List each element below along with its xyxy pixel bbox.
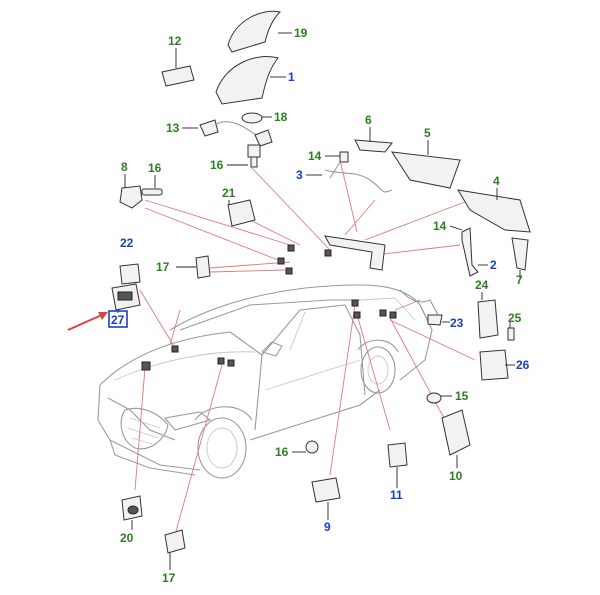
- part-module-27: [111, 283, 141, 311]
- part-module-26: [479, 349, 509, 381]
- callout-24: 24: [475, 278, 489, 292]
- part-module-10: [441, 409, 471, 456]
- part-cable-13: [199, 119, 273, 147]
- callout-6: 6: [365, 113, 372, 127]
- vehicle-outline: [97, 284, 433, 479]
- callout-5: 5: [424, 126, 431, 140]
- part-module-11: [387, 442, 408, 468]
- callout-13: 13: [166, 121, 180, 135]
- part-bracket-14-2-7: [461, 227, 529, 277]
- part-module-9: [311, 477, 341, 503]
- callout-20: 20: [120, 531, 134, 545]
- callout-19: 19: [294, 26, 308, 40]
- part-harness-23: [399, 289, 443, 326]
- highlight-arrow: [67, 312, 108, 331]
- callout-14-right: 14: [433, 219, 447, 233]
- callout-15: 15: [455, 389, 469, 403]
- part-module-17-lower: [164, 529, 186, 554]
- callout-2: 2: [490, 258, 497, 272]
- part-sensor-15: [426, 392, 442, 404]
- callout-10: 10: [449, 469, 463, 483]
- part-sensor-16: [247, 144, 261, 168]
- callout-8: 8: [121, 160, 128, 174]
- highlight-box-27: [108, 310, 128, 328]
- callout-26: 26: [516, 358, 530, 372]
- part-module-22: [119, 263, 141, 285]
- callout-25: 25: [508, 311, 522, 325]
- callout-16-upper-left: 16: [148, 161, 162, 175]
- callout-27: 27: [111, 313, 125, 327]
- part-bracket-24-25: [477, 299, 515, 341]
- callout-16-upper: 16: [210, 158, 224, 172]
- part-panel-4: [457, 189, 531, 233]
- callout-16-lower: 16: [275, 445, 289, 459]
- callout-18: 18: [274, 110, 288, 124]
- callout-17-upper: 17: [156, 260, 170, 274]
- callout-7: 7: [516, 273, 523, 287]
- part-small-markers: [141, 235, 397, 371]
- part-bracket-8: [119, 185, 163, 209]
- callout-11: 11: [390, 488, 403, 502]
- part-harness-14-3: [324, 151, 393, 193]
- location-lines: [134, 159, 476, 536]
- callout-1: 1: [288, 70, 295, 84]
- part-shark-fin-antenna-cover: [215, 10, 281, 124]
- part-module-12: [161, 65, 195, 87]
- callout-12: 12: [168, 34, 182, 48]
- part-sensor-16-lower: [305, 440, 319, 454]
- callout-17-lower: 17: [162, 571, 176, 585]
- part-trim-6-5: [354, 139, 461, 189]
- callout-9: 9: [324, 520, 331, 534]
- part-module-21: [227, 199, 256, 227]
- callout-21: 21: [222, 186, 236, 200]
- callout-labels: 19 12 1 13 18 6 5 8 16 16 14 3 4 21 14 2…: [111, 26, 530, 585]
- callout-14-upper: 14: [308, 149, 322, 163]
- callout-23: 23: [450, 316, 464, 330]
- label-leaders: [117, 32, 521, 570]
- callout-3: 3: [296, 168, 303, 182]
- part-module-17-upper: [195, 255, 211, 279]
- callout-22: 22: [120, 236, 134, 250]
- part-camera-20: [121, 495, 143, 521]
- callout-4: 4: [493, 174, 500, 188]
